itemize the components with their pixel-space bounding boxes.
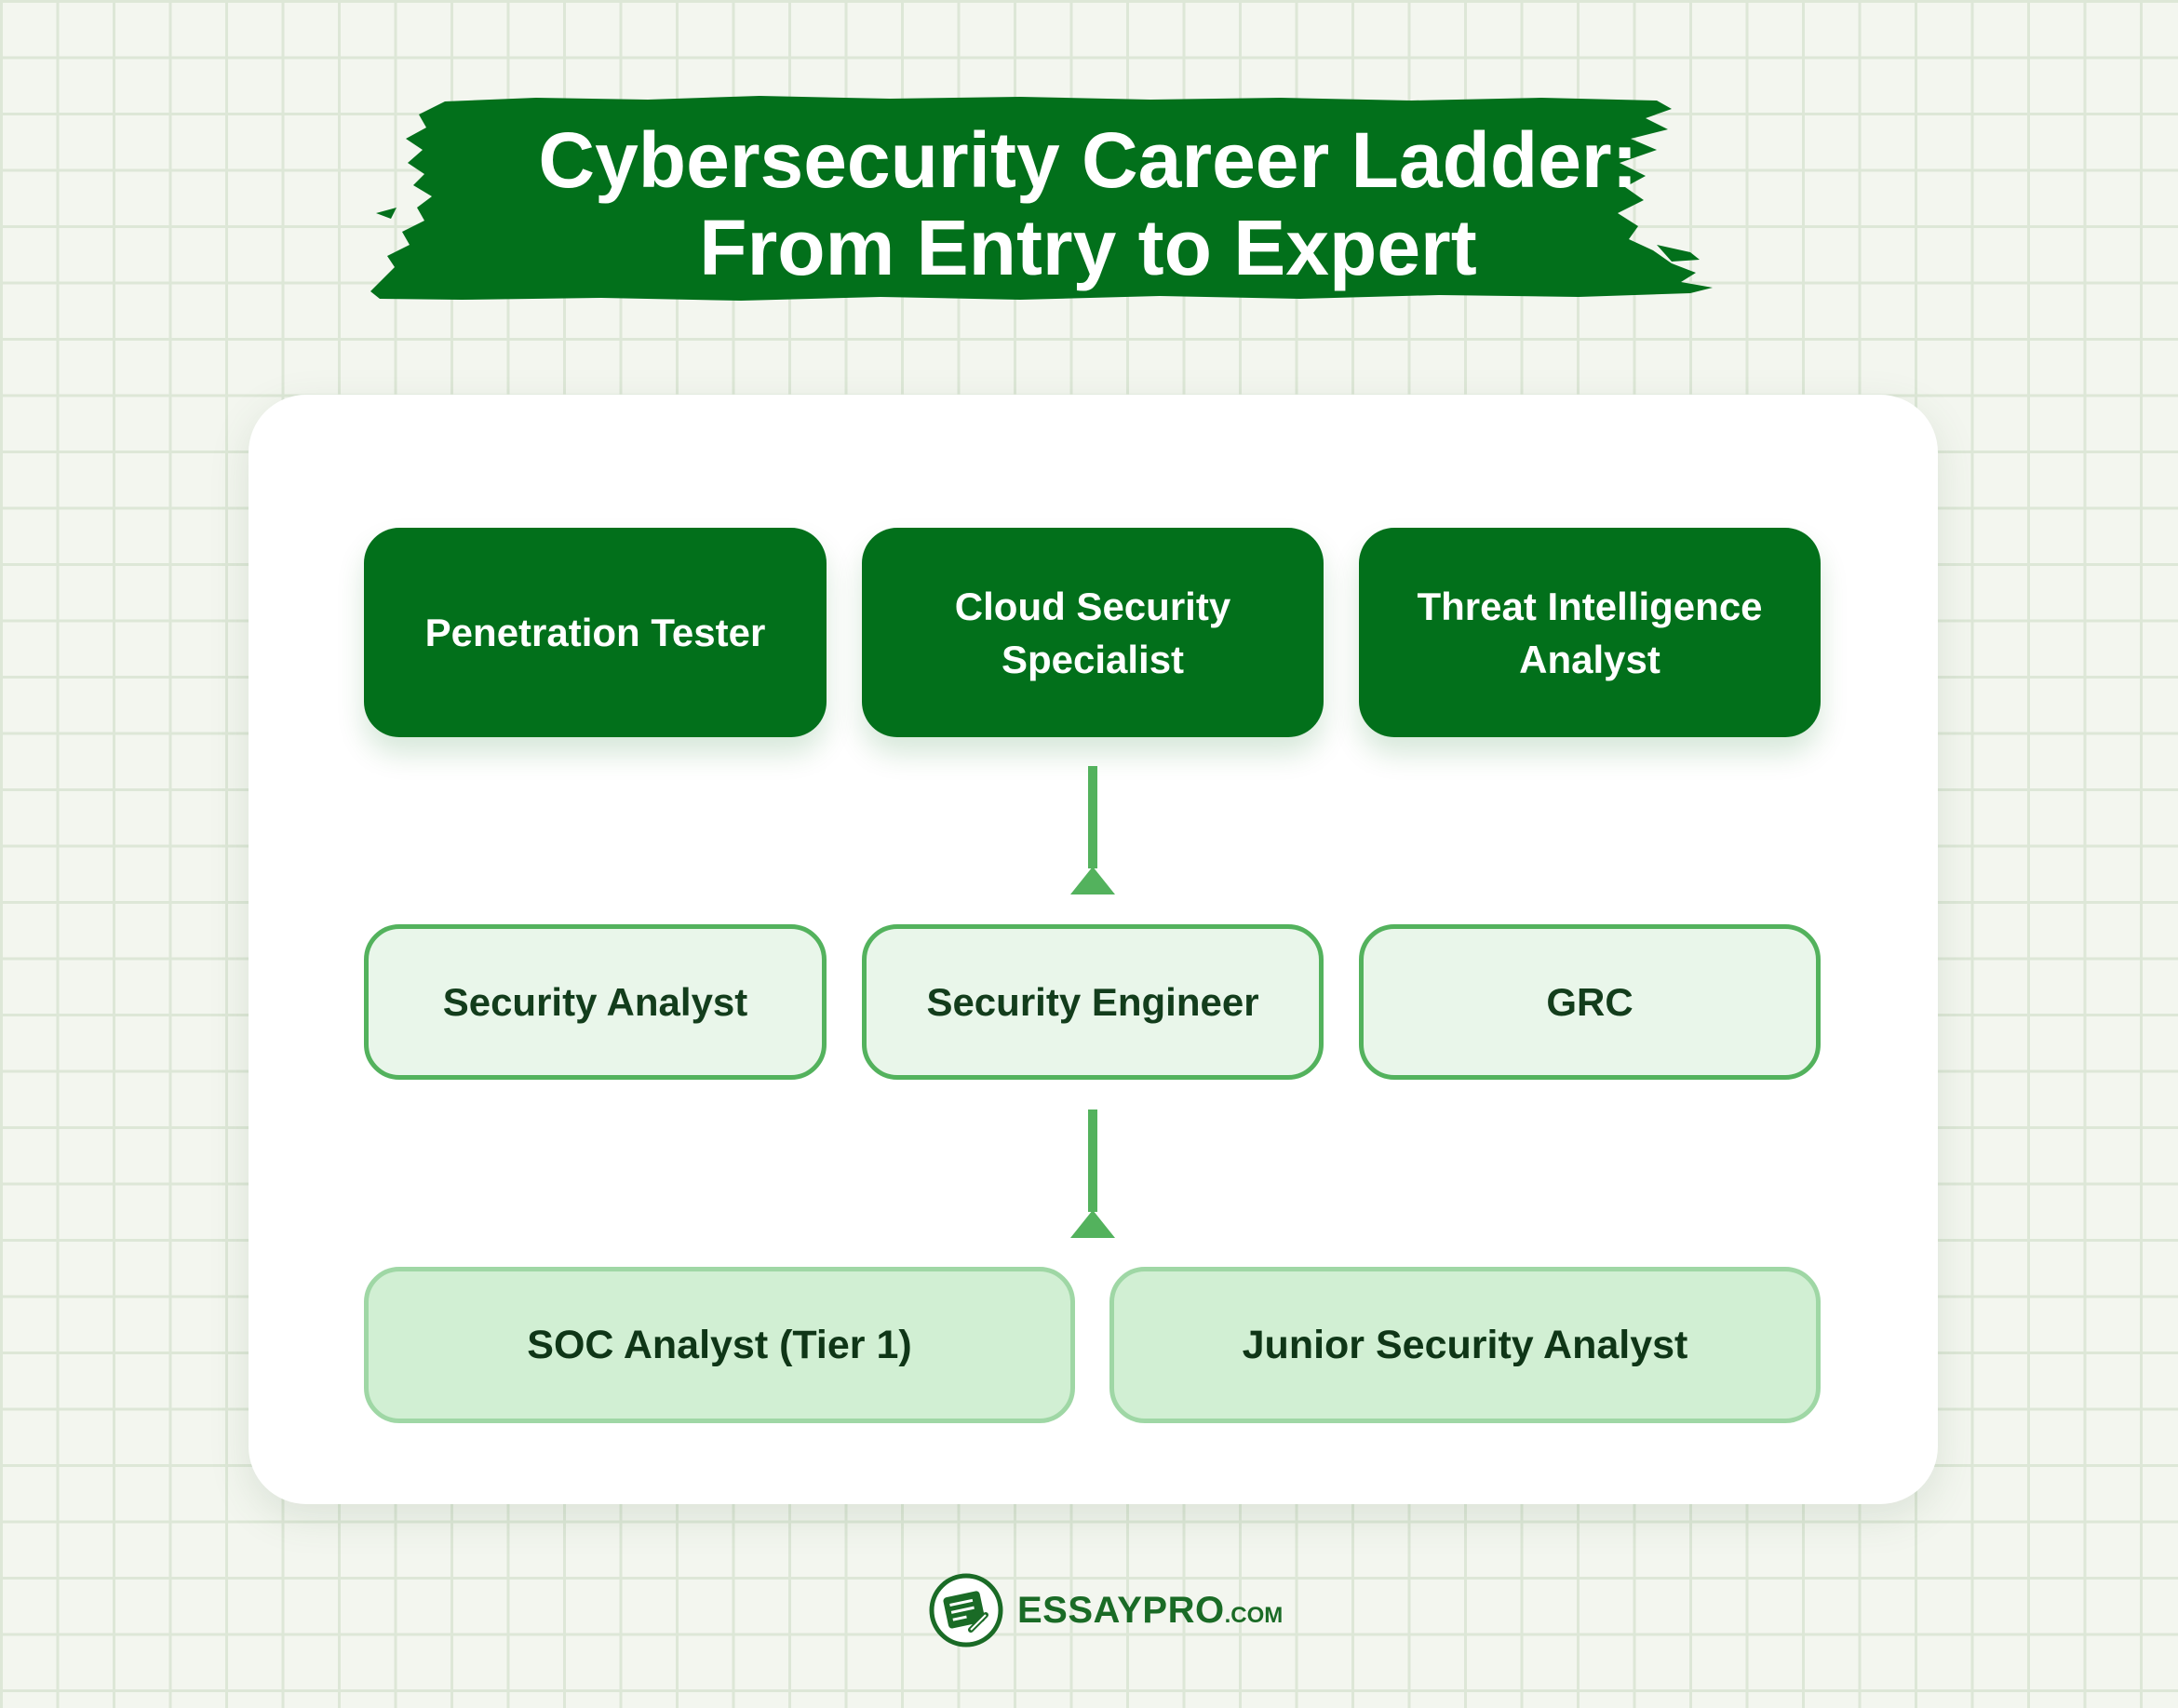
- arrow-up-icon: [1070, 1110, 1115, 1238]
- brand-suffix: .COM: [1224, 1602, 1284, 1628]
- progression-arrow-upper: [1061, 766, 1124, 896]
- brand-wordmark: ESSAYPRO.COM: [1017, 1590, 1283, 1632]
- brush-stroke-background: [370, 96, 1713, 301]
- node-label: GRC: [1546, 980, 1634, 1024]
- progression-arrow-lower: [1061, 1110, 1124, 1240]
- node-security-analyst: Security Analyst: [364, 924, 827, 1080]
- page-title: Cybersecurity Career Ladder: From Entry …: [369, 116, 1808, 291]
- essay-document-pen-icon: [928, 1572, 1004, 1648]
- node-junior-security-analyst: Junior Security Analyst: [1109, 1267, 1821, 1423]
- node-soc-analyst-tier-1: SOC Analyst (Tier 1): [364, 1267, 1075, 1423]
- brand-name: ESSAYPRO: [1017, 1589, 1225, 1631]
- node-label: Security Engineer: [926, 980, 1259, 1024]
- node-label: Penetration Tester: [424, 611, 766, 654]
- arrow-up-icon: [1070, 766, 1115, 894]
- node-security-engineer: Security Engineer: [862, 924, 1324, 1080]
- essaypro-logo: ESSAYPRO.COM: [928, 1571, 1283, 1649]
- node-threat-intelligence-analyst: Threat Intelligence Analyst: [1359, 528, 1821, 737]
- title-line-2: From Entry to Expert: [699, 204, 1477, 291]
- node-label: Threat Intelligence Analyst: [1417, 584, 1763, 681]
- node-penetration-tester: Penetration Tester: [364, 528, 827, 737]
- title-banner: Cybersecurity Career Ladder: From Entry …: [369, 96, 1808, 303]
- node-label: Security Analyst: [442, 980, 748, 1024]
- title-line-1: Cybersecurity Career Ladder:: [538, 116, 1638, 204]
- node-label: Cloud Security Specialist: [954, 584, 1231, 681]
- node-label: Junior Security Analyst: [1242, 1322, 1688, 1367]
- node-cloud-security-specialist: Cloud Security Specialist: [862, 528, 1324, 737]
- node-label: SOC Analyst (Tier 1): [527, 1322, 912, 1367]
- node-grc: GRC: [1359, 924, 1821, 1080]
